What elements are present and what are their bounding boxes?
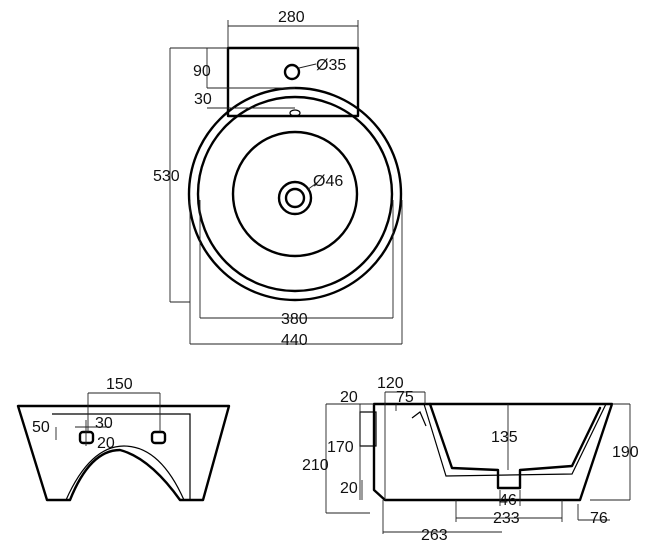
overflow-hole [289,109,301,117]
dim-30b: 30 [95,415,113,432]
top-view: 280 90 Ø35 30 530 Ø46 380 440 [153,9,403,349]
dim-530: 530 [153,168,180,185]
tap-hole [283,63,301,81]
side-overflow [411,411,427,427]
side-bowl-inner [423,403,607,477]
rear-inner [52,413,191,500]
bracket-slot-left [78,430,95,445]
dim-210: 210 [302,457,329,474]
bowl-circle [231,130,359,258]
dim-75: 75 [396,389,414,406]
drain-inner [284,187,306,209]
dim-135: 135 [491,429,518,446]
dim-380: 380 [281,311,308,328]
side-bowl [428,402,602,490]
dim-190: 190 [612,444,639,461]
bracket-slot-right [150,430,167,445]
dim-90: 90 [193,63,211,80]
rear-arch [65,445,185,501]
side-outline [372,402,614,502]
dim-drain: Ø46 [313,173,343,190]
drain-outer [277,180,313,216]
dim-233: 233 [493,510,520,527]
dim-30: 30 [194,91,212,108]
dim-tap-hole: Ø35 [316,57,346,74]
side-view: 120 20 75 135 170 210 190 20 46 233 76 2… [302,375,639,544]
outer-rim [187,86,403,302]
dim-46: 46 [499,492,517,509]
dim-120: 120 [377,375,404,392]
dim-170: 170 [327,439,354,456]
rear-view: 150 50 30 20 [16,376,231,502]
dim-20-top: 20 [340,389,358,406]
inner-rim [196,95,394,293]
dim-280: 280 [278,9,305,26]
dim-150: 150 [106,376,133,393]
dim-20b: 20 [97,435,115,452]
dim-440: 440 [281,332,308,349]
dim-263: 263 [421,527,448,544]
dim-76: 76 [590,510,608,527]
dim-20-bottom: 20 [340,480,358,497]
rear-outline [16,404,231,502]
dim-50: 50 [32,419,50,436]
